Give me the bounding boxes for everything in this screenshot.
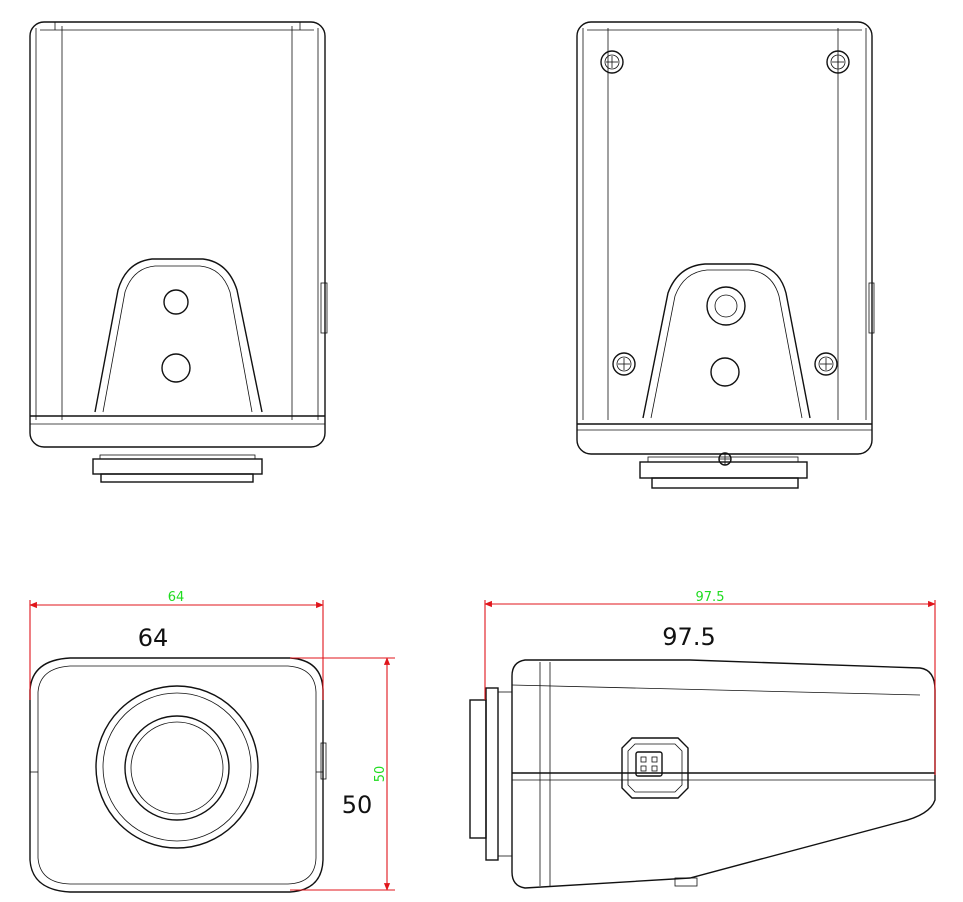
lens [124,715,230,821]
screw-icon [814,352,838,376]
mount-hole-lower [161,353,191,383]
bottom-view [29,21,328,483]
screw-icon [600,50,624,74]
length-dimension: 97.5 97.5 [484,590,936,775]
height-dimension-small-label: 50 [373,766,388,783]
width-dimension: 64 64 [29,590,324,700]
length-dimension-small-label: 97.5 [696,590,725,605]
side-view [469,659,936,889]
width-dimension-label: 64 [138,624,169,652]
front-view [29,657,327,893]
tripod-hole [706,286,746,326]
screw-icon [718,452,732,466]
top-view [576,21,875,489]
length-dimension-label: 97.5 [662,623,715,651]
height-dimension: 50 50 [290,657,395,891]
height-dimension-label: 50 [342,791,373,819]
width-dimension-small-label: 64 [168,590,185,605]
mount-hole-lower [710,357,740,387]
connector-icon [621,737,689,799]
screw-icon [612,352,636,376]
lens-ring-outer [95,685,259,849]
screw-icon [826,50,850,74]
mount-hole-upper [163,289,189,315]
